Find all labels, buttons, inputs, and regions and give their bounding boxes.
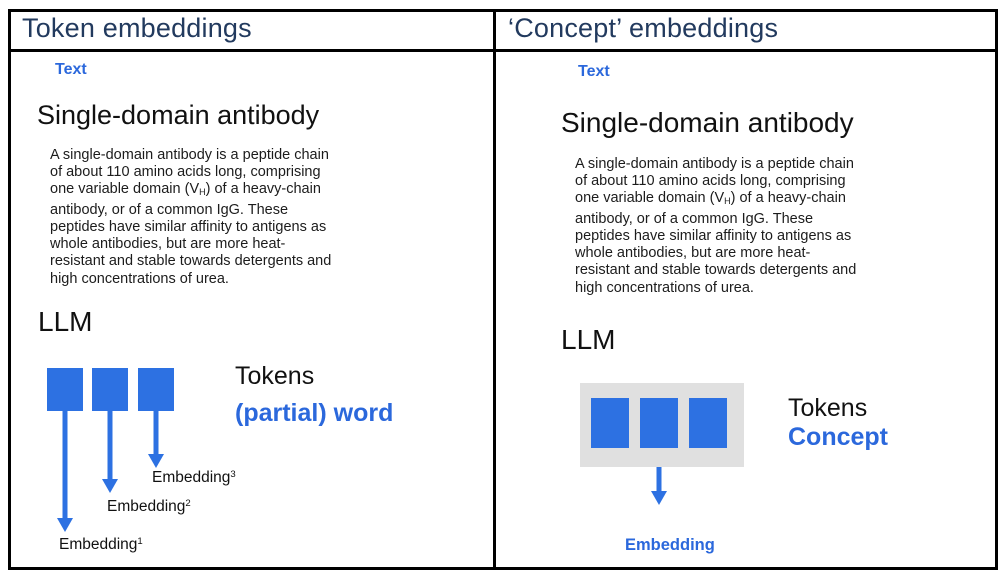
para-line: antibody, or of a common IgG. These [50, 201, 289, 218]
para-line: peptides have similar affinity to antige… [575, 228, 852, 245]
para-line: one variable domain (VH) of a heavy-chai… [575, 190, 846, 207]
embedding-3-label: Embedding3 [152, 469, 236, 486]
down-arrow-icon-3 [148, 411, 164, 468]
header-concept-embeddings: ‘Concept’ embeddings [508, 13, 779, 43]
down-arrow-icon [651, 467, 667, 505]
para-line: one variable domain (VH) of a heavy-chai… [50, 181, 321, 198]
para-line: of about 110 amino acids long, comprisin… [50, 164, 321, 181]
column-divider-line [493, 9, 496, 570]
embedding-label: Embedding [625, 536, 715, 554]
para-line: high concentrations of urea. [50, 270, 229, 287]
down-arrow-icon-2 [102, 411, 118, 493]
para-line: resistant and stable towards detergents … [50, 253, 332, 270]
llm-label-left: LLM [38, 306, 93, 337]
article-heading-right: Single-domain antibody [561, 107, 854, 138]
embedding-1-label: Embedding1 [59, 536, 143, 553]
token-square-2 [92, 368, 128, 411]
comparison-table-frame [8, 9, 998, 570]
para-line: whole antibodies, but are more heat- [50, 236, 286, 253]
tokens-meaning-right: Concept [788, 423, 888, 451]
para-line: A single-domain antibody is a peptide ch… [50, 147, 329, 163]
token-square-1 [591, 398, 629, 448]
embedding-2-label: Embedding2 [107, 498, 191, 515]
vh-subscript: H [199, 187, 206, 198]
text-label-right: Text [578, 63, 610, 80]
token-square-3 [138, 368, 174, 411]
article-paragraph-left: A single-domain antibody is a peptide ch… [50, 147, 350, 288]
header-divider-line [8, 49, 998, 52]
para-line: resistant and stable towards detergents … [575, 262, 857, 279]
para-line: whole antibodies, but are more heat- [575, 245, 811, 262]
text-label-left: Text [55, 61, 87, 78]
tokens-meaning-left: (partial) word [235, 399, 394, 427]
para-line: peptides have similar affinity to antige… [50, 219, 327, 236]
para-line: A single-domain antibody is a peptide ch… [575, 156, 854, 172]
token-square-2 [640, 398, 678, 448]
vh-subscript: H [724, 196, 731, 207]
tokens-label-right: Tokens [788, 394, 868, 422]
llm-label-right: LLM [561, 324, 616, 355]
token-square-3 [689, 398, 727, 448]
article-paragraph-right: A single-domain antibody is a peptide ch… [575, 156, 885, 297]
para-line: high concentrations of urea. [575, 279, 754, 296]
para-line: of about 110 amino acids long, comprisin… [575, 173, 846, 190]
down-arrow-icon-1 [57, 411, 73, 532]
header-token-embeddings: Token embeddings [22, 13, 252, 43]
para-line: antibody, or of a common IgG. These [575, 210, 814, 227]
token-square-1 [47, 368, 83, 411]
tokens-label-left: Tokens [235, 362, 315, 390]
article-heading-left: Single-domain antibody [37, 100, 320, 130]
